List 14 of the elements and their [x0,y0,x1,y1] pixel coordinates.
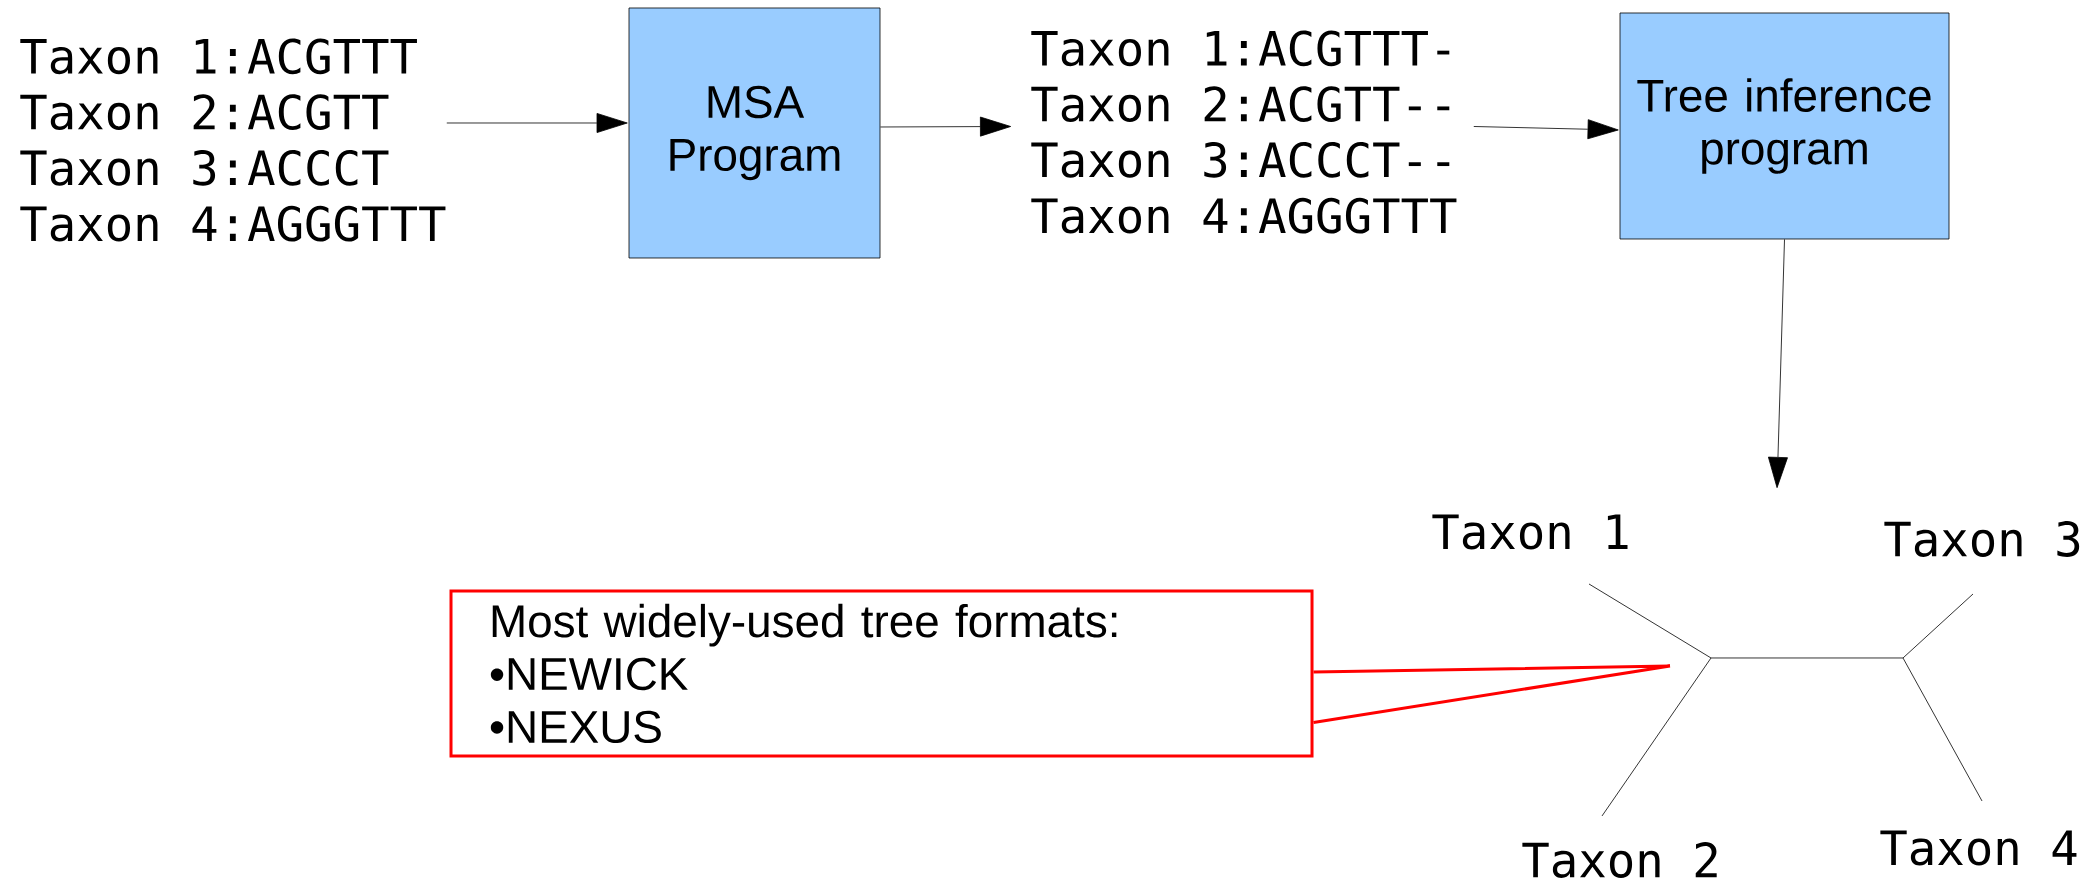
arrow [1768,239,1788,489]
callout-pointer [1312,664,1672,724]
taxon-label: Taxon 4 [1880,830,2077,866]
sequence-list: Taxon 1:ACGTTT Taxon 2:ACGTT Taxon 3:ACCCT Taxon 4:AGGGTTT [20,38,446,242]
program-box: MSA Program [628,7,881,259]
taxon-label: Taxon 1 [1432,514,1628,550]
arrow [880,116,1012,137]
taxon-label: Taxon 3 [1884,521,2080,557]
arrow [1473,119,1619,140]
sequence-list: Taxon 1:ACGTTT- Taxon 2:ACGTT-- Taxon 3:ACCCT-- Taxon 4:AGGGTTT [1031,30,1457,234]
callout-box: Most widely-used tree formats: •NEWICK •NEXUS [449,589,1314,758]
taxon-label: Taxon 2 [1522,842,1717,878]
arrow [446,113,628,133]
program-box: Tree inference program [1619,12,1950,240]
